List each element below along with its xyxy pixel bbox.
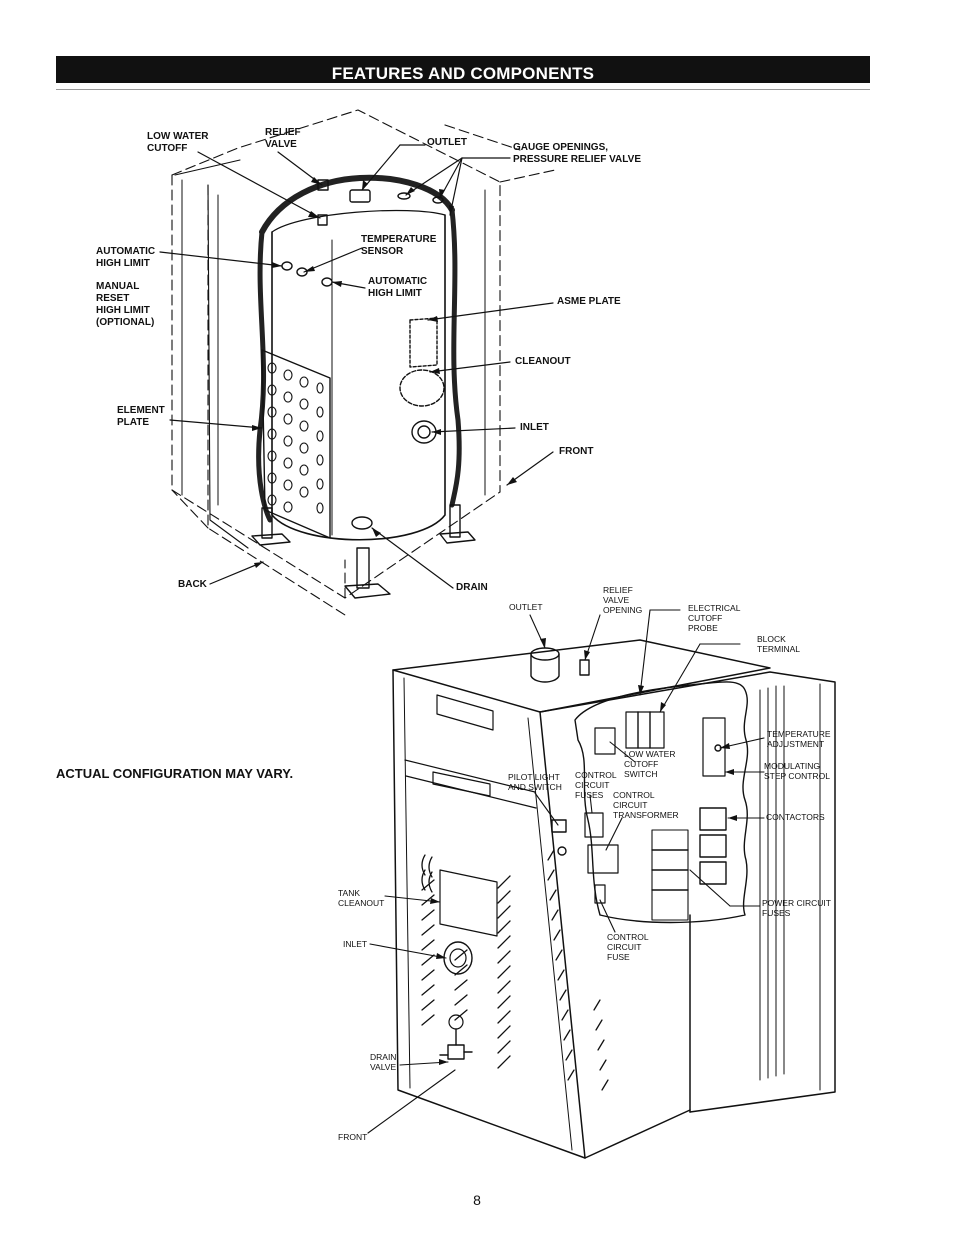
label-cabinet-front: FRONT: [338, 1132, 368, 1142]
page-title: FEATURES AND COMPONENTS: [331, 64, 595, 83]
cabinet-figure: [367, 609, 836, 1159]
label-drain: DRAIN: [456, 582, 488, 593]
label-relief-valve-opening: RELIEF VALVE OPENING: [603, 585, 643, 615]
label-drain-valve: DRAIN VALVE: [370, 1052, 397, 1072]
label-asme-plate: ASME PLATE: [557, 296, 621, 307]
tank-figure: [159, 109, 556, 616]
label-low-water-cutoff-switch: LOW WATER CUTOFF SWITCH: [624, 749, 676, 779]
label-electrical-cutoff-probe: ELECTRICAL CUTOFF PROBE: [688, 603, 741, 633]
configuration-note: ACTUAL CONFIGURATION MAY VARY.: [56, 766, 294, 781]
label-back: BACK: [178, 579, 207, 590]
label-tank-cleanout: TANK CLEANOUT: [338, 888, 385, 908]
tank-arrowheads: [252, 177, 517, 568]
label-cleanout: CLEANOUT: [515, 356, 571, 367]
label-relief-valve: RELIEF VALVE: [265, 127, 301, 150]
label-automatic-high-limit-right: AUTOMATIC HIGH LIMIT: [368, 276, 428, 299]
label-inlet: INLET: [520, 422, 549, 433]
label-contactors: CONTACTORS: [766, 812, 825, 822]
label-cabinet-inlet: INLET: [343, 939, 368, 949]
header-rule: [56, 89, 870, 90]
label-power-circuit-fuses: POWER CIRCUIT FUSES: [762, 898, 831, 918]
label-block-terminal: BLOCK TERMINAL: [757, 634, 800, 654]
cabinet-leaders: [367, 609, 765, 1134]
label-gauge-openings: GAUGE OPENINGS, PRESSURE RELIEF VALVE: [513, 142, 641, 165]
label-element-plate: ELEMENT PLATE: [117, 405, 165, 428]
label-control-circuit-transformer: CONTROL CIRCUIT TRANSFORMER: [613, 790, 679, 820]
label-control-circuit-fuse: CONTROL CIRCUIT FUSE: [607, 932, 649, 962]
cabinet-louvers: [421, 849, 609, 1091]
label-temperature-adjustment: TEMPERATURE ADJUSTMENT: [767, 729, 831, 749]
page-number: 8: [473, 1192, 481, 1208]
label-temperature-sensor: TEMPERATURE SENSOR: [361, 234, 437, 257]
label-automatic-high-limit-left: AUTOMATIC HIGH LIMIT: [96, 246, 156, 269]
side-louvers: [759, 683, 821, 1091]
label-front-tank: FRONT: [559, 446, 594, 457]
jacket-outline: [171, 109, 556, 616]
label-modulating-step-control: MODULATING STEP CONTROL: [764, 761, 830, 781]
label-low-water-cutoff: LOW WATER CUTOFF: [147, 131, 209, 154]
cabinet-arrowheads: [430, 638, 737, 1065]
label-outlet: OUTLET: [427, 137, 467, 148]
label-pilot-light-and-switch: PILOT LIGHT AND SWITCH: [508, 772, 562, 792]
label-control-circuit-fuses: CONTROL CIRCUIT FUSES: [575, 770, 617, 800]
label-cabinet-outlet: OUTLET: [509, 602, 543, 612]
tank-leaders: [159, 144, 554, 589]
label-manual-reset-high-limit: MANUAL RESET HIGH LIMIT (OPTIONAL): [96, 281, 155, 328]
header-bar: FEATURES AND COMPONENTS: [56, 56, 870, 83]
